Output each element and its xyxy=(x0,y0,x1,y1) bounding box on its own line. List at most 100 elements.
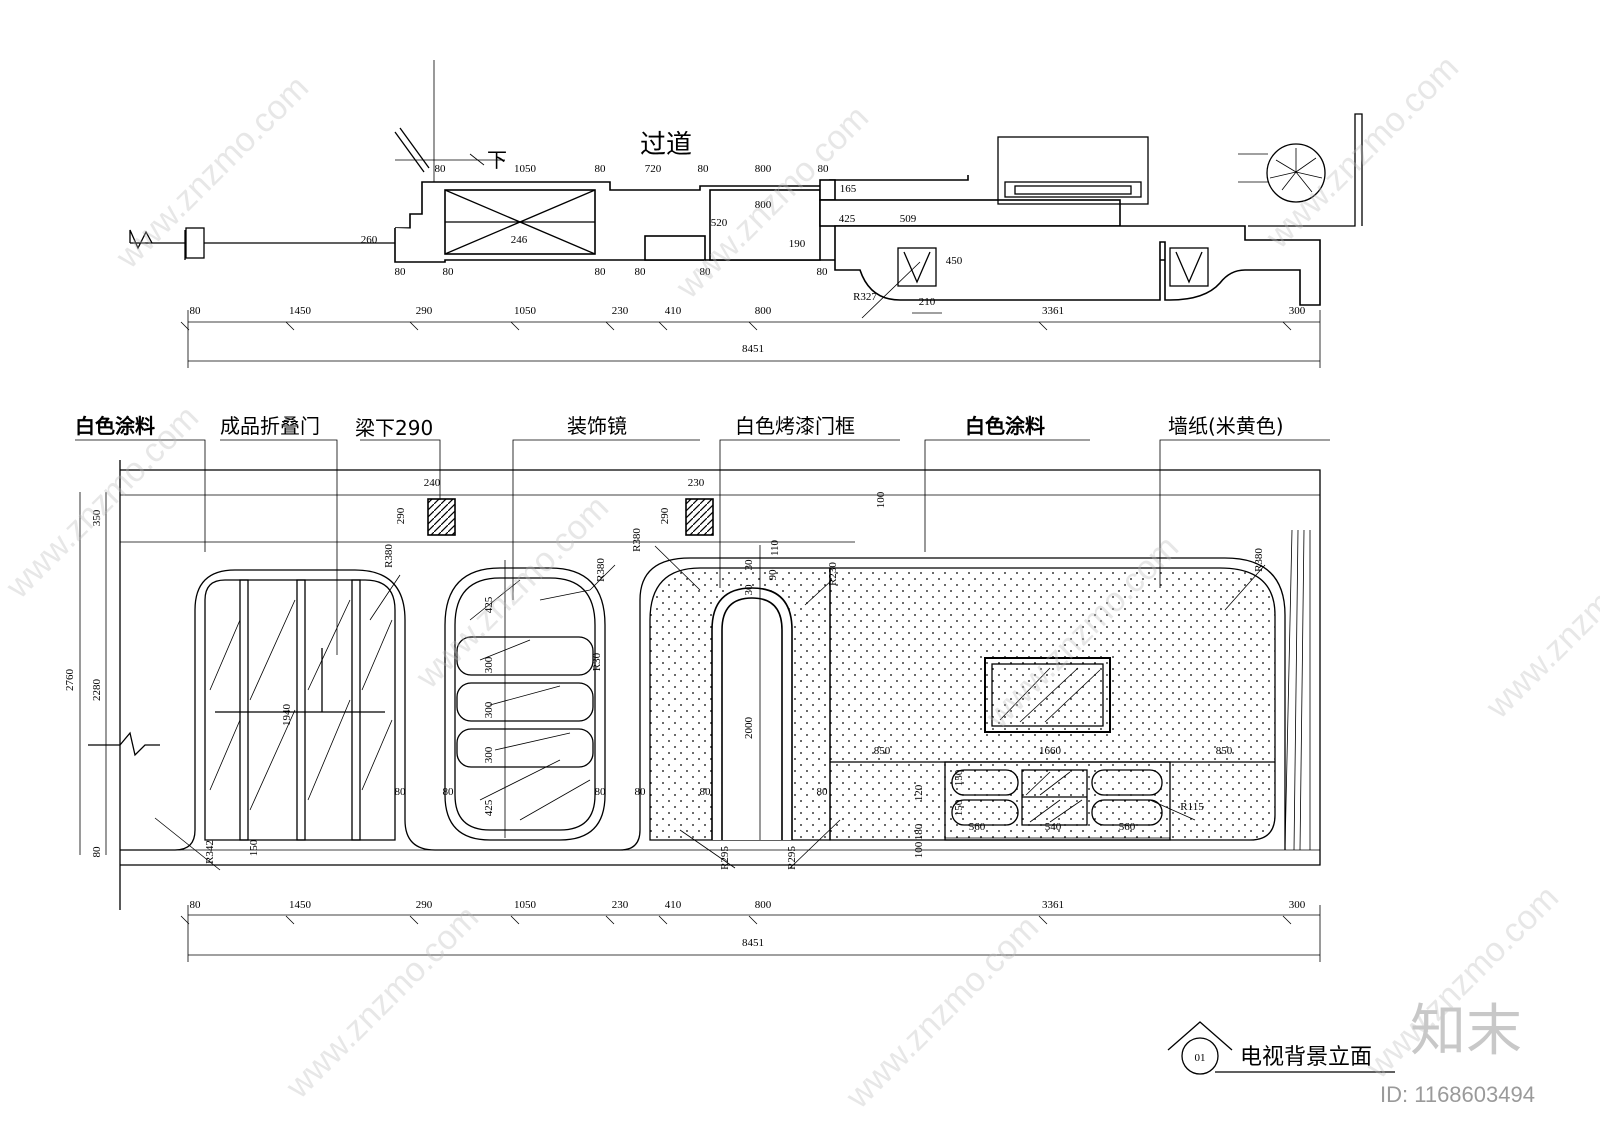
dimension-label: 3361 xyxy=(1042,899,1064,911)
dimension-label: 850 xyxy=(874,745,891,757)
dimension-label: 165 xyxy=(840,183,857,195)
dimension-label: R327 xyxy=(853,291,877,303)
dimension-label: 80 xyxy=(817,266,829,278)
dimension-tick xyxy=(658,915,668,925)
dimension-label: 100 xyxy=(875,491,887,508)
dimension-label: 80 xyxy=(395,786,407,798)
dimension-label: 80 xyxy=(700,786,712,798)
dimension-tick xyxy=(605,321,615,331)
dimension-tick xyxy=(510,321,520,331)
dimension-label: 290 xyxy=(416,899,433,911)
watermark: www.znzmo.com xyxy=(1478,518,1600,726)
dimension-label: 1050 xyxy=(514,305,537,317)
dimension-label: 300 xyxy=(483,746,495,763)
callout-beam-below: 梁下290 xyxy=(355,416,433,440)
dimension-label: 1660 xyxy=(1039,745,1062,757)
dimension-label: 1450 xyxy=(289,305,312,317)
dimension-label: 110 xyxy=(769,539,781,556)
dimension-label: R30 xyxy=(591,652,603,671)
dimension-label: 425 xyxy=(839,213,856,225)
dimension-label: 240 xyxy=(424,477,441,489)
dimension-label: 425 xyxy=(483,596,495,613)
dimension-label: R230 xyxy=(827,562,839,586)
dimension-label: 230 xyxy=(688,477,705,489)
main-dotted-panel xyxy=(829,567,1276,841)
dimension-tick xyxy=(1282,321,1292,331)
dimension-label: 410 xyxy=(665,899,682,911)
drawing-id: ID: 1168603494 xyxy=(1380,1082,1535,1107)
beam-section-2 xyxy=(685,498,714,536)
dimension-label: 300 xyxy=(483,701,495,718)
dimension-label: 520 xyxy=(711,217,728,229)
dimension-label: 80 xyxy=(91,846,103,858)
title-block: 01 电视背景立面 xyxy=(1167,1021,1395,1075)
dimension-label: R380 xyxy=(631,528,643,552)
watermark: www.znzmo.com xyxy=(838,908,1046,1116)
dimension-label: 230 xyxy=(612,305,629,317)
dimension-label: 2000 xyxy=(743,717,755,740)
dimension-tick xyxy=(510,915,520,925)
dimension-label: R380 xyxy=(1253,548,1265,572)
title-number: 01 xyxy=(1195,1052,1206,1064)
dimension-label: 800 xyxy=(755,899,772,911)
dimension-label: 190 xyxy=(789,238,806,250)
dimension-tick xyxy=(409,321,419,331)
dimension-label: 80 xyxy=(443,786,455,798)
dimension-label: 80 xyxy=(595,786,607,798)
elevation-total-dimension: 8451 xyxy=(742,937,764,949)
dimension-label: 80 xyxy=(635,786,647,798)
dimension-label: 560 xyxy=(1119,821,1136,833)
watermark: www.znzmo.com xyxy=(108,68,316,276)
dimension-label: 800 xyxy=(755,199,772,211)
dimension-label: 80 xyxy=(190,899,202,911)
dimension-label: R295 xyxy=(786,846,798,870)
dimension-tick xyxy=(409,915,419,925)
dimension-tick xyxy=(1282,915,1292,925)
dimension-label: 90 xyxy=(767,569,779,581)
dimension-label: 80 xyxy=(435,163,447,175)
dimension-label: 425 xyxy=(483,799,495,816)
dimension-label: 850 xyxy=(1216,745,1233,757)
dimension-label: R115 xyxy=(1180,801,1204,813)
dimension-label: 410 xyxy=(665,305,682,317)
dimension-label: R380 xyxy=(383,544,395,568)
dimension-label: 509 xyxy=(900,213,917,225)
dimension-tick xyxy=(658,321,668,331)
dimension-label: 150 xyxy=(953,769,965,786)
dimension-label: 290 xyxy=(416,305,433,317)
dimension-label: 450 xyxy=(946,255,963,267)
dimension-label: 1940 xyxy=(281,704,293,727)
dimension-label: 80 xyxy=(595,266,607,278)
down-stair-label: 下 xyxy=(487,148,507,172)
dimension-label: 300 xyxy=(483,656,495,673)
dimension-label: 260 xyxy=(361,234,378,246)
dimension-label: 180 xyxy=(913,823,925,840)
callout-white-paint-left: 白色涂料 xyxy=(75,414,155,438)
dimension-label: 80 xyxy=(635,266,647,278)
dimension-label: 230 xyxy=(612,899,629,911)
dimension-tick xyxy=(180,915,190,925)
dimension-tick xyxy=(285,321,295,331)
dimension-label: 80 xyxy=(817,786,829,798)
dimension-label: R380 xyxy=(595,558,607,582)
dimension-label: 800 xyxy=(755,163,772,175)
callout-white-paint-right: 白色涂料 xyxy=(965,414,1045,438)
dimension-label: 80 xyxy=(395,266,407,278)
dimension-label: 800 xyxy=(755,305,772,317)
dimension-label: 1050 xyxy=(514,899,537,911)
dimension-label: 80 xyxy=(595,163,607,175)
dimension-label: 30 xyxy=(743,584,755,596)
dimension-label: 3361 xyxy=(1042,305,1064,317)
callout-folding-door: 成品折叠门 xyxy=(220,414,320,438)
dimension-tick xyxy=(748,915,758,925)
dimension-label: 720 xyxy=(645,163,662,175)
dimension-label: 210 xyxy=(919,296,936,308)
dimension-label: 1050 xyxy=(514,163,537,175)
dimension-label: 80 xyxy=(443,266,455,278)
